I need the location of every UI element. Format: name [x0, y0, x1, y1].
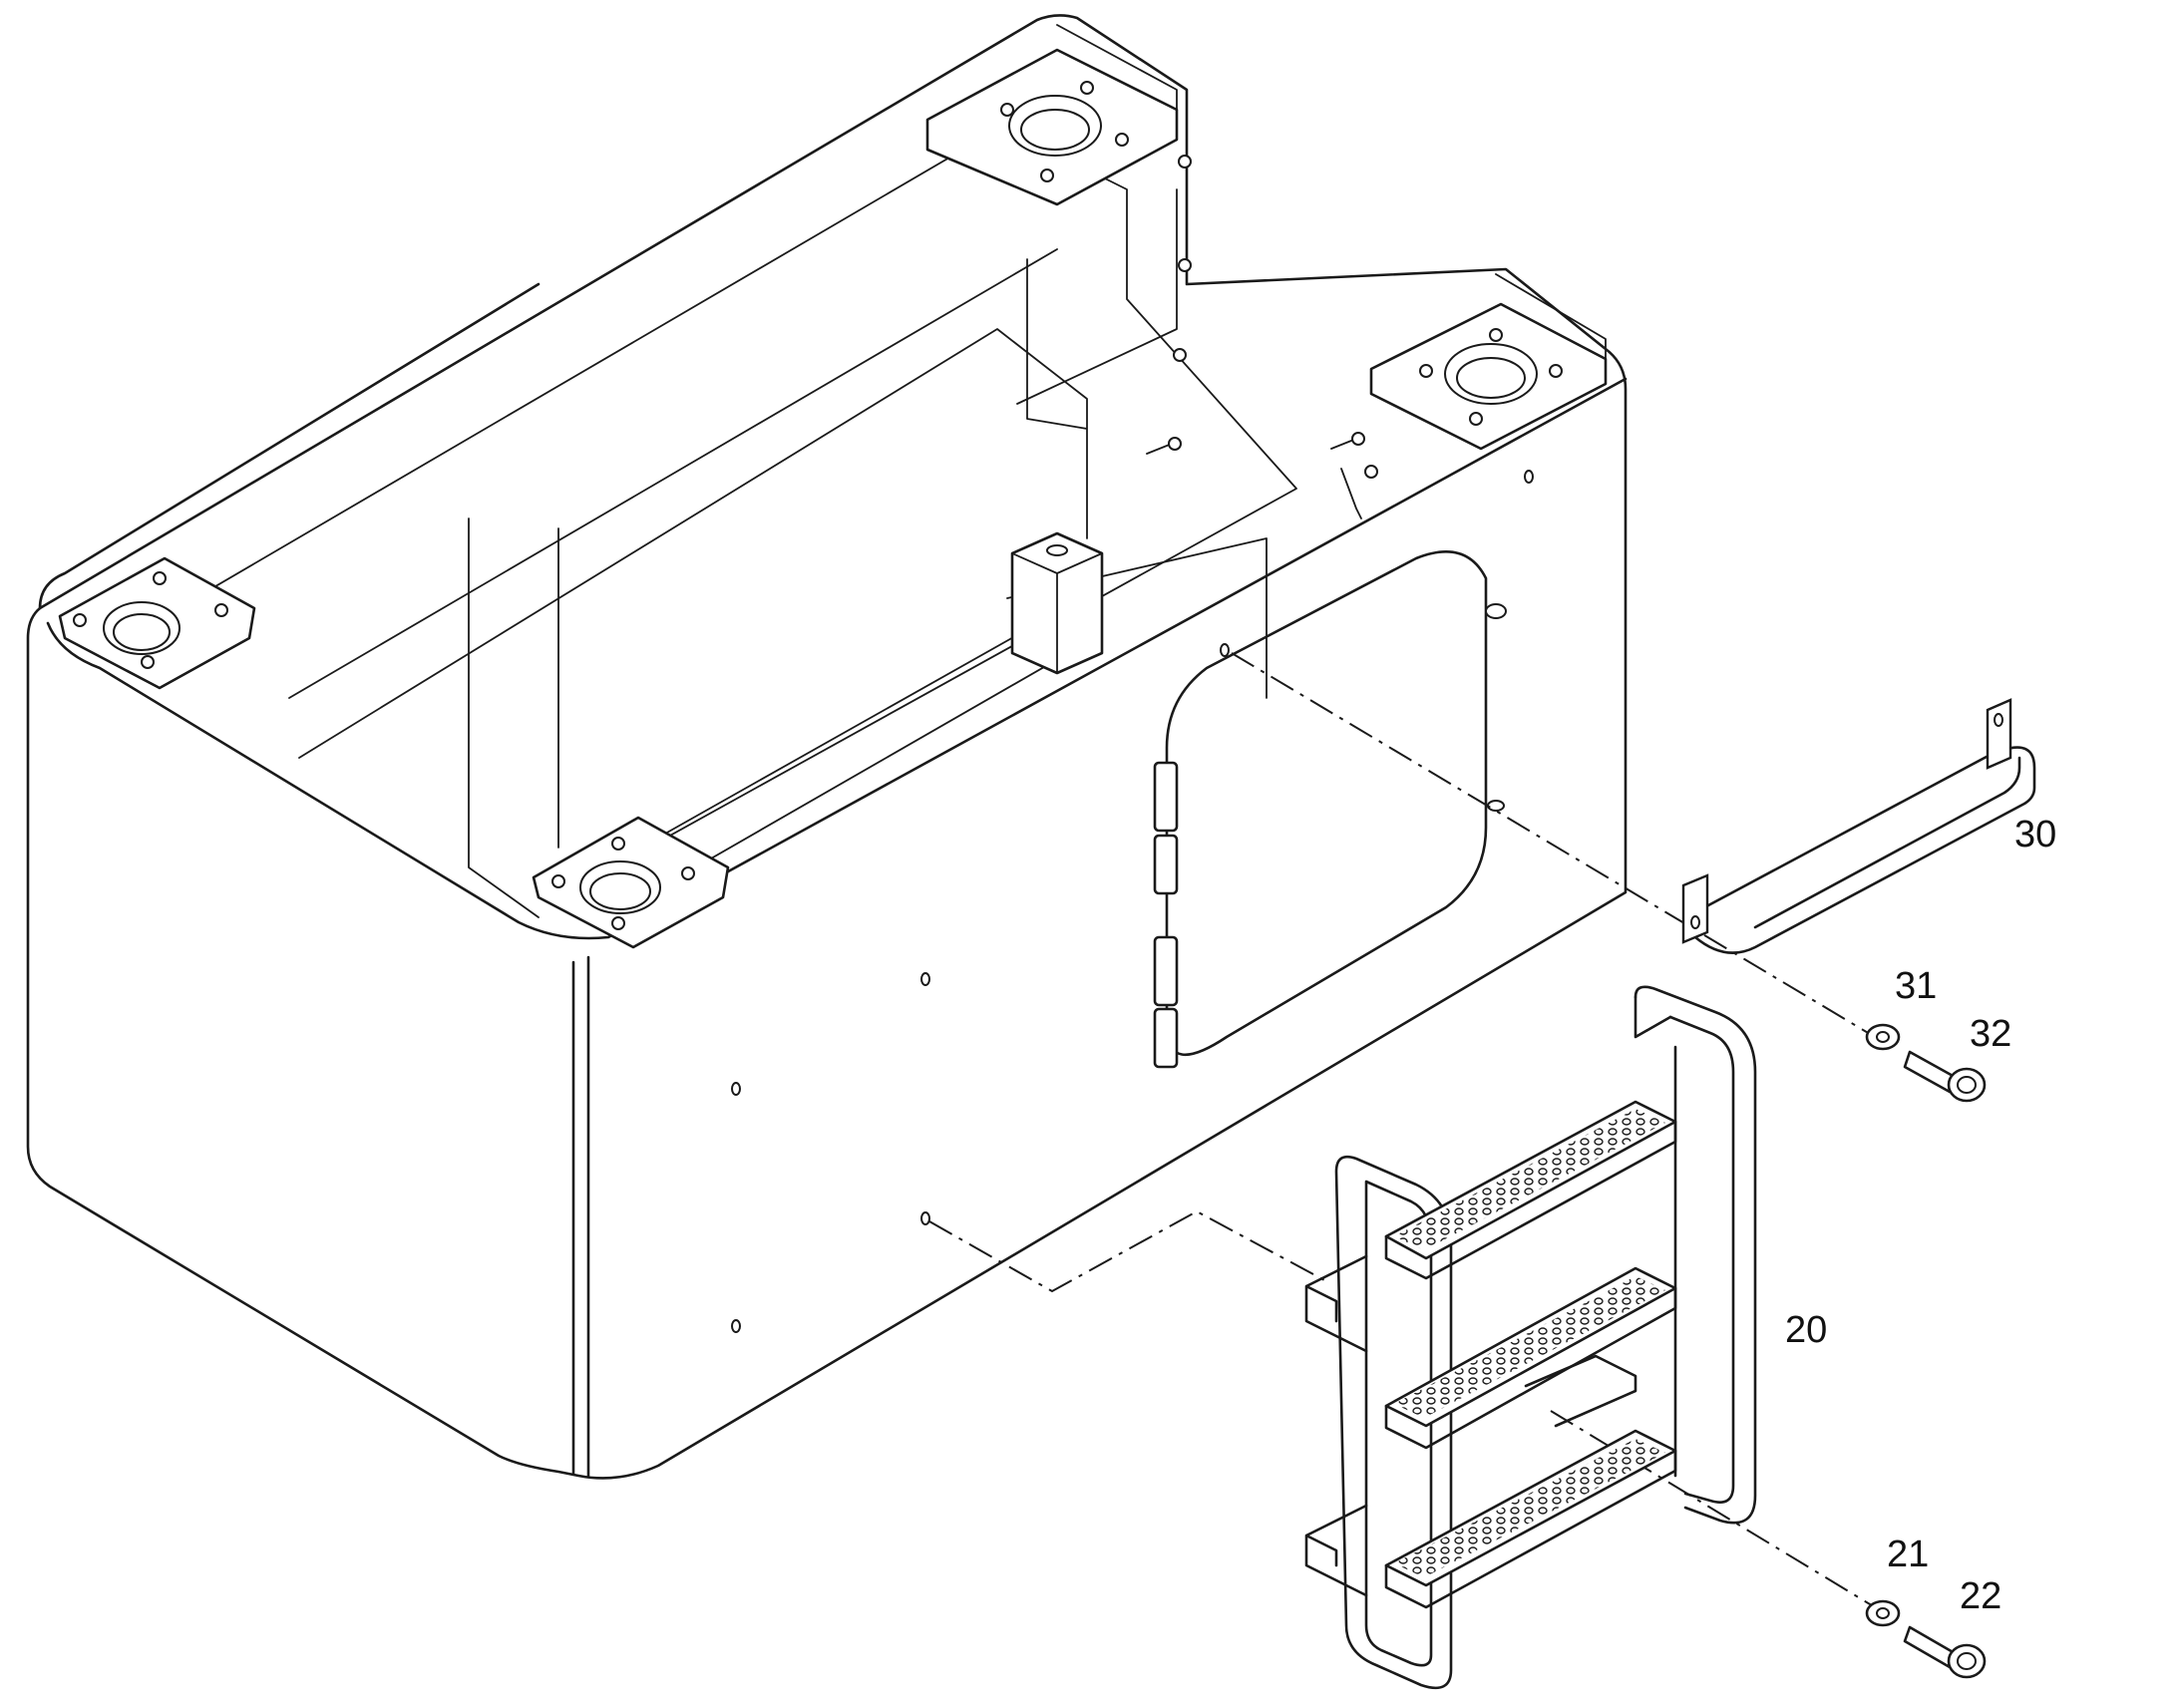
housing-front-edge	[571, 955, 590, 1478]
ladder-rail-front	[1334, 1155, 1453, 1690]
handrail-plate-upper	[1986, 698, 2012, 770]
callout-32: 32	[1970, 1013, 2012, 1055]
assembly-line-ladder-bolt	[1550, 1410, 1881, 1611]
access-door	[1153, 550, 1507, 1069]
bolt-22	[1903, 1625, 1987, 1679]
internal-bolt	[1146, 155, 1378, 519]
mounting-pad-front-right	[532, 816, 730, 949]
assembly-center-lines	[928, 652, 1881, 1611]
callout-30: 30	[2014, 814, 2057, 855]
assembly-line-handrail	[1231, 652, 1876, 1038]
housing-body	[26, 14, 1628, 1480]
callout-31: 31	[1895, 965, 1938, 1007]
bolt-32	[1903, 1050, 1987, 1103]
washer-31	[1865, 1023, 1901, 1051]
washer-21	[1865, 1599, 1901, 1627]
mounting-pad-rear-right	[1369, 273, 1608, 451]
handrail	[1681, 698, 2036, 954]
access-ladder	[1304, 985, 1757, 1690]
callout-22: 22	[1960, 1575, 2002, 1617]
callout-21: 21	[1887, 1534, 1930, 1575]
handrail-plate-lower	[1681, 873, 1709, 944]
mounting-pad-rear-left	[925, 24, 1179, 206]
housing-top-rim	[38, 282, 1628, 940]
ladder-rail-rear	[1634, 985, 1757, 1525]
side-mounting-hole	[731, 470, 1534, 1333]
housing-internal-beam	[298, 188, 1268, 918]
counterweight-housing	[26, 14, 1628, 1480]
assembly-line-ladder	[928, 1209, 1327, 1293]
mounting-pad-front-left	[58, 556, 256, 690]
housing-inner-opening	[109, 129, 1297, 898]
callout-20: 20	[1785, 1309, 1828, 1351]
